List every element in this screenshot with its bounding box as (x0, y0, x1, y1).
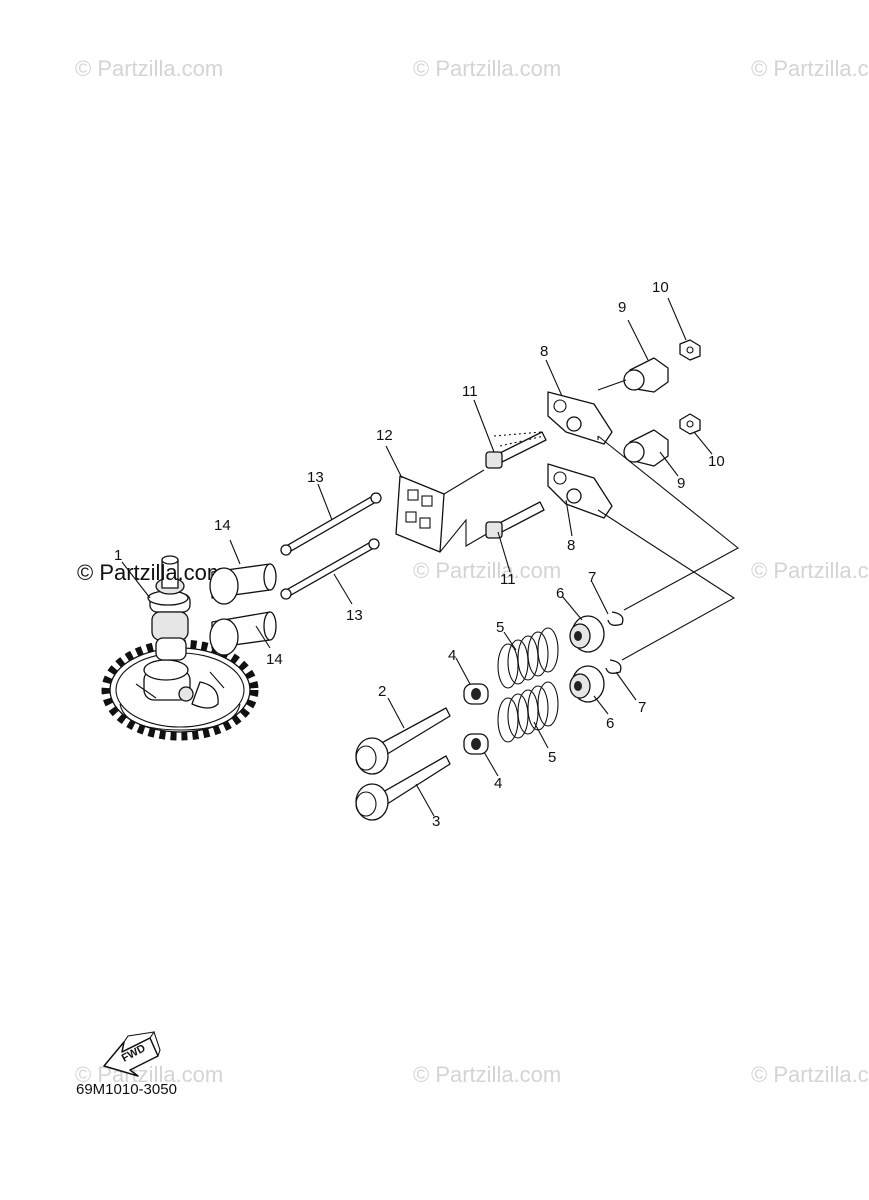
callout-13: 13 (307, 469, 324, 486)
callout-2: 2 (378, 683, 386, 700)
callout-6: 6 (606, 715, 614, 732)
callout-1: 1 (114, 547, 122, 564)
watermark: © Partzilla.com (751, 56, 869, 81)
callout-7: 7 (588, 569, 596, 586)
watermark: © Partzilla.com (413, 1062, 561, 1087)
watermark: © Partzilla.com (751, 1062, 869, 1087)
callout-10: 10 (652, 279, 669, 296)
diagram-code: 69M1010-3050 (76, 1081, 177, 1098)
callout-11: 11 (500, 571, 516, 588)
watermark-dark: © Partzilla.com (77, 560, 225, 585)
collet-part (605, 611, 624, 674)
rocker-pivot-part (597, 357, 669, 467)
watermark: © Partzilla.com (751, 558, 869, 583)
nut-part (679, 339, 701, 435)
watermark: © Partzilla.com (75, 56, 223, 81)
guide-plate-part (395, 469, 491, 553)
watermark: © Partzilla.com (413, 558, 561, 583)
leader-lines (121, 297, 713, 817)
watermark-layer: © Partzilla.com © Partzilla.com © Partzi… (75, 56, 869, 1087)
tappet-part (209, 563, 277, 656)
watermark: © Partzilla.com (413, 56, 561, 81)
valve-seal-part (463, 683, 489, 755)
callout-4: 4 (448, 647, 456, 664)
callout-10: 10 (708, 453, 725, 470)
callout-9: 9 (618, 299, 626, 316)
push-rod-part (280, 492, 382, 600)
callout-3: 3 (432, 813, 440, 830)
callout-5: 5 (548, 749, 556, 766)
rocker-stud-part (485, 431, 547, 539)
callout-13: 13 (346, 607, 363, 624)
callout-labels: 1 2 3 4 4 5 5 6 6 7 7 8 8 9 9 10 10 11 1… (114, 279, 725, 830)
callout-14: 14 (266, 651, 283, 668)
callout-9: 9 (677, 475, 685, 492)
callout-12: 12 (376, 427, 393, 444)
camshaft-part (101, 555, 259, 741)
rocker-arm-part (547, 391, 613, 519)
watermark: © Partzilla.com (75, 1062, 223, 1087)
group-bracket (597, 435, 739, 661)
callout-8: 8 (540, 343, 548, 360)
valve-part (355, 707, 451, 821)
callout-7: 7 (638, 699, 646, 716)
callout-6: 6 (556, 585, 564, 602)
callout-5: 5 (496, 619, 504, 636)
spring-retainer-part (569, 615, 605, 703)
callout-4: 4 (494, 775, 502, 792)
callout-8: 8 (567, 537, 575, 554)
callout-14: 14 (214, 517, 231, 534)
valve-spring-part (497, 627, 559, 743)
callout-11: 11 (462, 383, 478, 400)
